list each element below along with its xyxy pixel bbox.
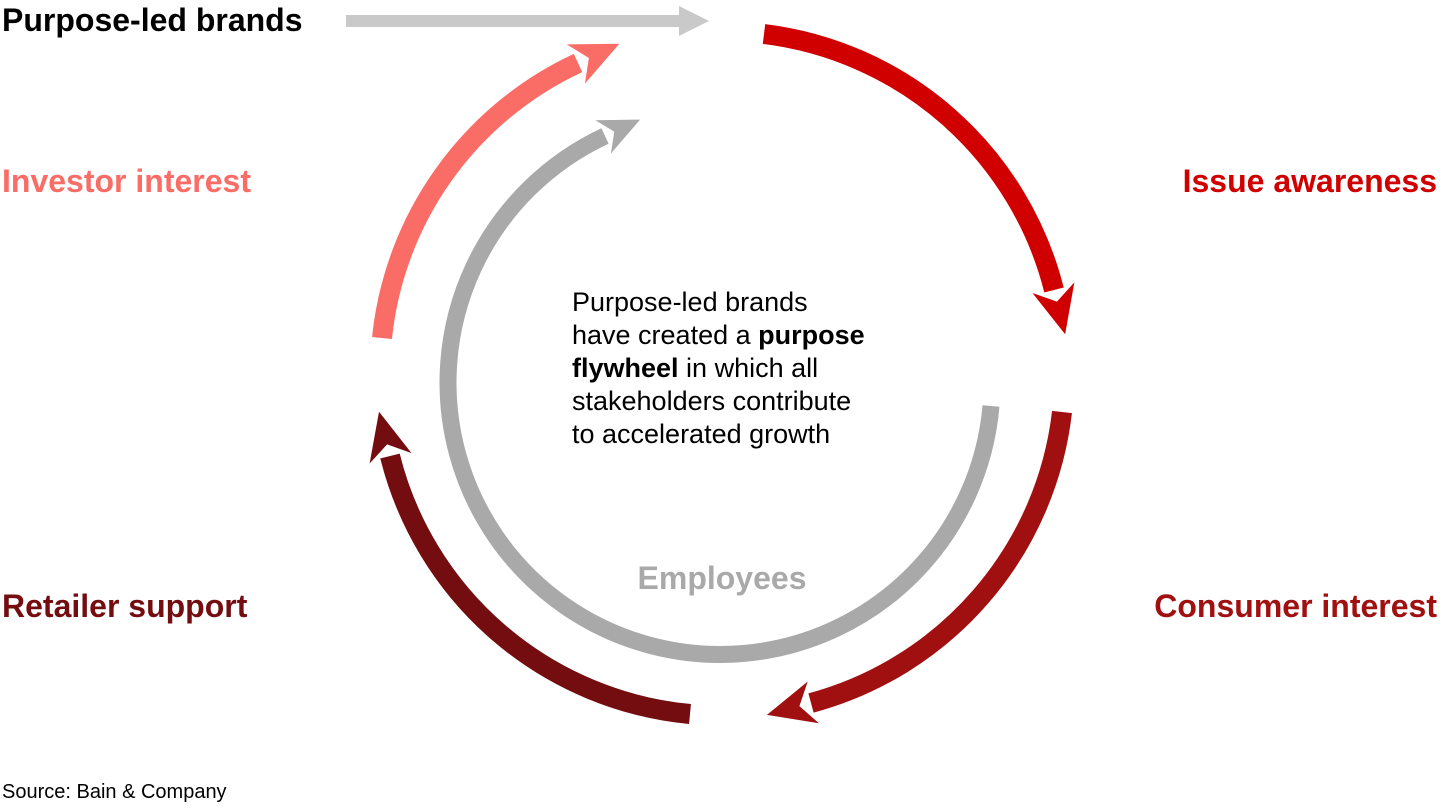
- label-consumer-interest: Consumer interest: [1154, 588, 1437, 624]
- label-investor-interest: Investor interest: [2, 163, 251, 199]
- consumer-interest-arc: [766, 410, 1072, 724]
- retailer-support-arc: [369, 411, 691, 724]
- issue-awareness-arc: [762, 24, 1075, 335]
- employees-inner-arc: [439, 119, 1000, 663]
- source-note: Source: Bain & Company: [2, 781, 227, 803]
- title-purpose-led-brands: Purpose-led brands: [2, 2, 303, 38]
- label-issue-awareness: Issue awareness: [1182, 163, 1437, 199]
- label-retailer-support: Retailer support: [2, 588, 248, 624]
- label-employees: Employees: [637, 560, 807, 596]
- investor-interest-arc: [372, 43, 620, 340]
